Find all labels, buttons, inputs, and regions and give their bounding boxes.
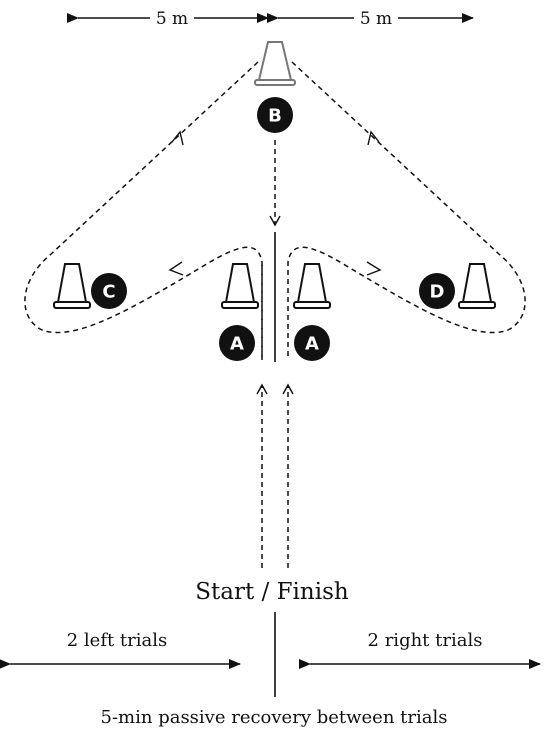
- marker-c-label: C: [102, 282, 115, 303]
- distance-arrow-left: [67, 6, 269, 30]
- path-left-outer-loop: [24, 61, 263, 360]
- left-trials-label: 2 left trials: [67, 630, 168, 651]
- cone-a-left: [221, 263, 259, 309]
- distance-label-left: 5 m: [156, 9, 188, 29]
- marker-a-right-badge: A: [294, 325, 330, 361]
- marker-a-left-badge: A: [219, 325, 255, 361]
- distance-label-right: 5 m: [360, 9, 392, 29]
- start-finish-label: Start / Finish: [195, 579, 349, 605]
- cone-b: [254, 41, 296, 86]
- path-right-outer-loop: [287, 61, 526, 360]
- direction-arrow-left-upper: [171, 130, 184, 146]
- marker-a-left-label: A: [230, 334, 244, 355]
- marker-a-right-label: A: [305, 334, 319, 355]
- direction-arrow-left-inner: [168, 261, 184, 276]
- cone-a-right: [293, 263, 331, 309]
- marker-d-badge: D: [419, 273, 455, 309]
- right-trials-label: 2 right trials: [368, 630, 483, 651]
- marker-b-badge: B: [257, 97, 293, 133]
- direction-arrow-right-upper: [367, 130, 380, 146]
- cone-c: [53, 263, 91, 309]
- marker-b-label: B: [268, 106, 282, 127]
- recovery-note: 5-min passive recovery between trials: [101, 707, 448, 728]
- marker-c-badge: C: [91, 273, 127, 309]
- distance-arrow-right: [267, 6, 474, 30]
- direction-arrow-right-inner: [366, 261, 382, 276]
- marker-d-label: D: [430, 282, 445, 303]
- cone-d: [458, 263, 496, 309]
